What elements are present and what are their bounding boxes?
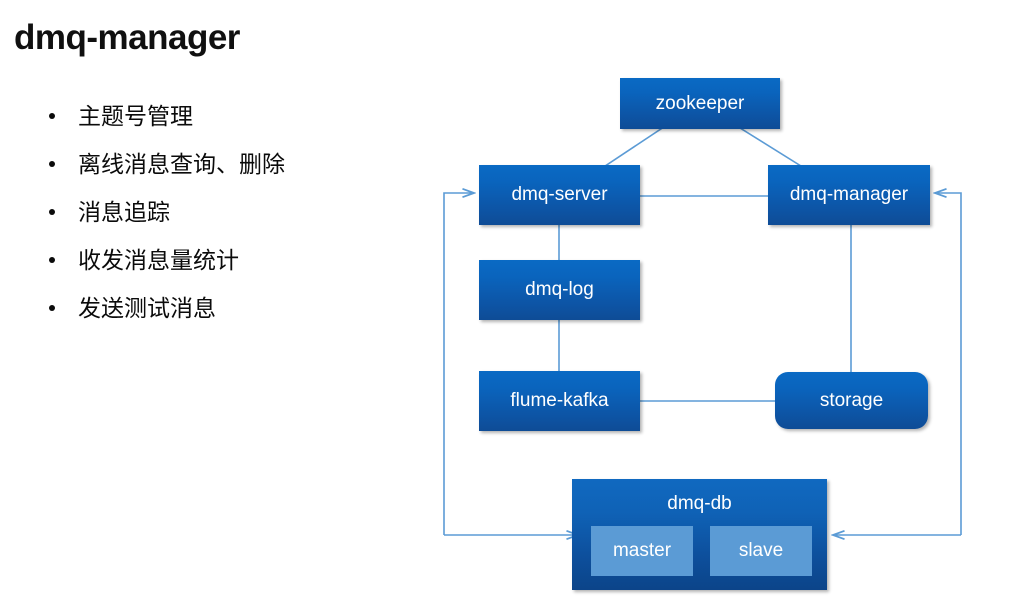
node-flume-kafka[interactable]: flume-kafka (479, 371, 640, 431)
edge-bus-right-to-dmq-manager (935, 193, 962, 535)
node-dmq-manager-label: dmq-manager (789, 184, 909, 205)
node-zookeeper[interactable]: zookeeper (620, 78, 780, 129)
list-item: 发送测试消息 (30, 284, 430, 332)
list-item: 收发消息量统计 (30, 236, 430, 284)
node-dmq-db-label: dmq-db (667, 493, 732, 514)
bullet-dot-icon (49, 305, 55, 311)
node-dmq-log-label: dmq-log (525, 279, 594, 300)
list-item-label: 收发消息量统计 (78, 247, 239, 273)
page-title: dmq-manager (14, 18, 240, 57)
list-item: 离线消息查询、删除 (30, 140, 430, 188)
bullet-dot-icon (49, 113, 55, 119)
node-flume-kafka-label: flume-kafka (510, 390, 609, 411)
list-item-label: 离线消息查询、删除 (78, 151, 285, 177)
node-dmq-log[interactable]: dmq-log (479, 260, 640, 320)
node-slave-label: slave (738, 540, 784, 561)
list-item: 主题号管理 (30, 92, 430, 140)
list-item: 消息追踪 (30, 188, 430, 236)
node-zookeeper-label: zookeeper (655, 92, 745, 114)
node-master-label: master (612, 540, 672, 561)
list-item-label: 主题号管理 (78, 103, 193, 129)
node-dmq-server-label: dmq-server (511, 184, 608, 205)
node-storage-label: storage (819, 389, 884, 411)
list-item-label: 发送测试消息 (78, 295, 216, 321)
bullet-dot-icon (49, 209, 55, 215)
bullet-dot-icon (49, 257, 55, 263)
list-item-label: 消息追踪 (78, 199, 170, 225)
node-master[interactable]: master (591, 526, 693, 576)
node-slave[interactable]: slave (710, 526, 812, 576)
feature-bullet-list: 主题号管理 离线消息查询、删除 消息追踪 收发消息量统计 发送测试消息 (30, 92, 430, 332)
node-storage[interactable]: storage (775, 372, 928, 429)
bullet-dot-icon (49, 161, 55, 167)
node-dmq-manager[interactable]: dmq-manager (768, 165, 930, 225)
node-dmq-server[interactable]: dmq-server (479, 165, 640, 225)
edge-bus-left-to-dmq-server (443, 193, 474, 535)
